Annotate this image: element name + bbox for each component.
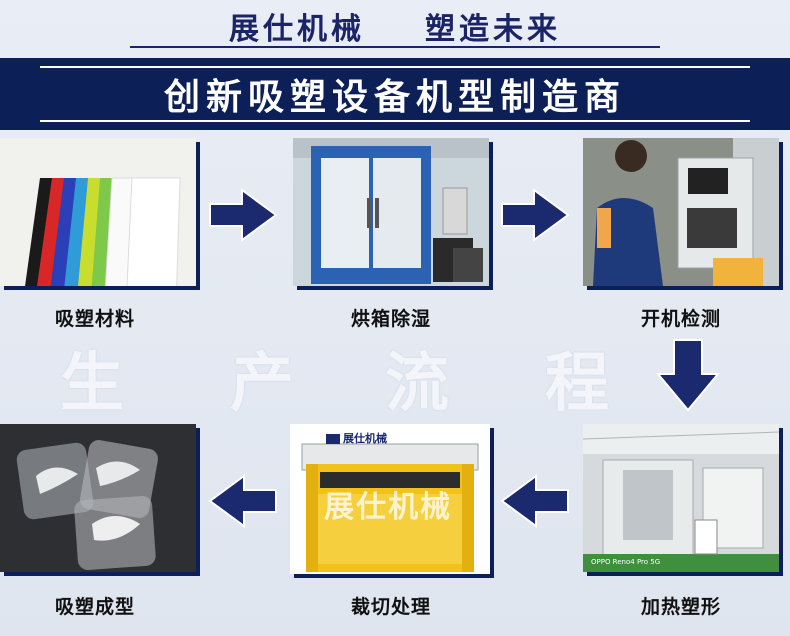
logo-mark-icon [326,434,340,444]
photo-formed-products [0,424,196,572]
header-rule [130,46,660,48]
photo-plastic-sheets [0,138,196,286]
watermark-char-3: 流 [385,347,449,421]
heating-forming-illustration [583,424,779,572]
step-label-6: 吸塑成型 [54,596,135,618]
arrow-right-icon [209,188,278,242]
step-label-3: 开机检测 [640,308,721,330]
watermark-char-1: 生 [60,347,124,421]
arrow-left-icon [208,474,277,528]
photo-drying-oven [293,138,489,286]
photo-cutting-machine: 展仕机械 展仕机械 [290,424,490,574]
header-title: 展仕机械 塑造未来 [0,0,790,52]
plastic-sheets-illustration [0,138,196,286]
banner-title: 创新吸塑设备机型制造商 [40,66,750,122]
watermark-char-2: 产 [230,347,294,421]
brand-name: 展仕机械 [229,12,365,47]
photo-heating-forming: OPPO Reno4 Pro 5G [583,424,779,572]
watermark-char-4: 程 [545,347,609,421]
step-label-5: 裁切处理 [350,596,431,618]
machine-logo: 展仕机械 [326,430,387,446]
banner: 创新吸塑设备机型制造商 [0,58,790,130]
arrow-left-icon [500,474,569,528]
camera-tag: OPPO Reno4 Pro 5G [591,558,661,566]
machine-watermark: 展仕机械 [324,490,452,525]
arrow-right-icon [501,188,570,242]
arrow-down-icon [656,339,720,412]
photo-machine-inspection [583,138,779,286]
step-label-2: 烘箱除湿 [350,308,431,330]
step-label-1: 吸塑材料 [54,308,135,330]
slogan: 塑造未来 [425,12,561,47]
machine-inspection-illustration [583,138,779,286]
cutting-machine-illustration [290,424,490,574]
drying-oven-illustration [293,138,489,286]
step-label-4: 加热塑形 [640,596,721,618]
formed-products-illustration [0,424,196,572]
